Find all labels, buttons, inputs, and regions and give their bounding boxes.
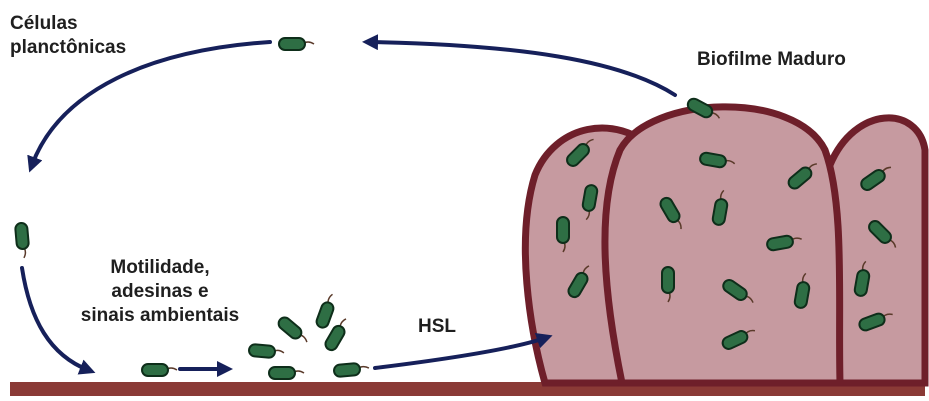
motility-line2: adesinas e [50,280,270,304]
motility-label: Motilidade, adesinas e sinais ambientais [50,256,270,328]
bacterium-icon [334,362,370,377]
bacterium-icon [276,315,311,347]
bacterium-icon [249,344,285,359]
motility-line1: Motilidade, [50,256,270,280]
planktonic-cells-line2: planctônicas [10,36,126,60]
planktonic-cells-line1: Células [10,12,126,36]
arrow-detach [370,42,675,95]
mature-biofilm-label: Biofilme Maduro [697,48,846,72]
bacterium-icon [15,223,30,259]
arrow-planktonic-to-left [32,42,270,165]
bacterium-icon [142,364,177,376]
bacterium-icon [269,367,304,379]
planktonic-cells-label: Células planctônicas [10,12,126,60]
hsl-label: HSL [418,315,456,339]
motility-line3: sinais ambientais [50,304,270,328]
arrow-hsl [375,338,545,368]
bacterium-icon [279,38,314,50]
bacterium-icon [315,292,338,329]
